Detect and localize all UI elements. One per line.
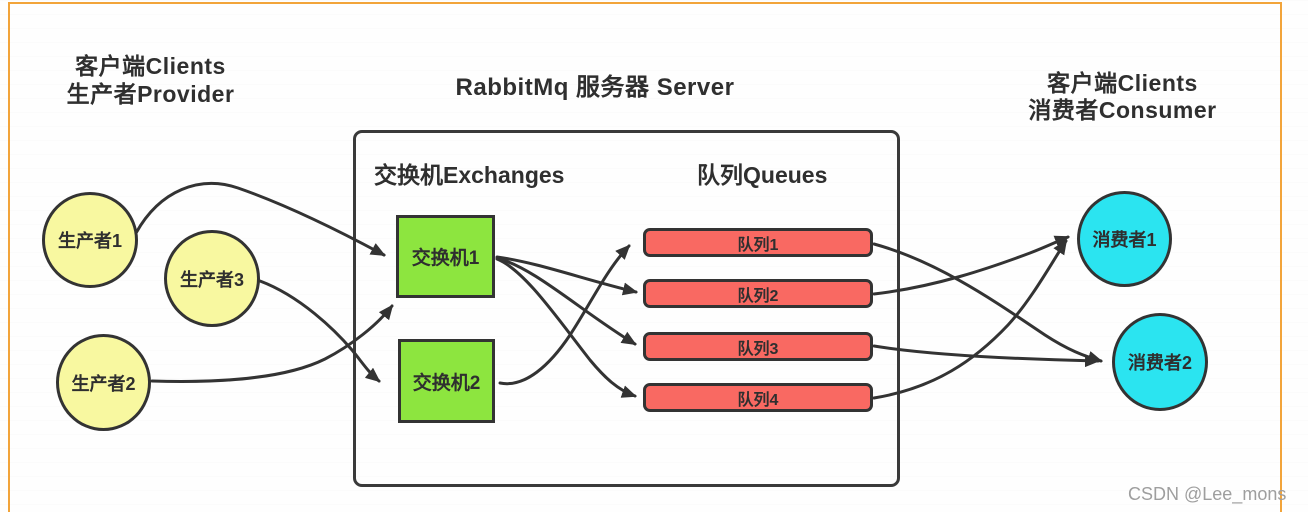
queue-1-node: 队列1 (643, 228, 873, 257)
producer-group-title-line1: 客户端Clients (75, 53, 226, 79)
producer-2-node: 生产者2 (56, 334, 151, 431)
queue-4-node: 队列4 (643, 383, 873, 412)
exchange-1-node: 交换机1 (396, 215, 495, 298)
consumer-group-title-line1: 客户端Clients (1047, 70, 1198, 96)
arrow-queue1-to-consumer2 (872, 242, 1103, 364)
csdn-watermark: CSDN @Lee_mons (1128, 484, 1287, 504)
producer-3-node: 生产者3 (164, 230, 260, 327)
arrow-producer1-to-exchange1 (134, 182, 386, 257)
producer-1-node: 生产者1 (42, 192, 138, 288)
consumer-2-node: 消费者2 (1112, 313, 1208, 411)
consumer-group-title-line2: 消费者Consumer (1028, 97, 1217, 123)
arrow-queue2-to-consumer1 (872, 235, 1070, 296)
queue-2-node: 队列2 (643, 279, 873, 308)
server-title: RabbitMq 服务器 Server (455, 74, 735, 101)
consumer-group-title: 客户端Clients 消费者Consumer (1020, 70, 1225, 124)
arrow-queue3-to-consumer2 (872, 344, 1100, 368)
queue-3-node: 队列3 (643, 332, 873, 361)
exchange-2-node: 交换机2 (398, 339, 495, 423)
queues-heading: 队列Queues (697, 162, 828, 188)
arrow-queue4-to-consumer1 (872, 239, 1068, 400)
exchanges-heading: 交换机Exchanges (374, 162, 565, 188)
producer-group-title-line2: 生产者Provider (66, 81, 235, 107)
server-box (353, 130, 900, 487)
producer-group-title: 客户端Clients 生产者Provider (48, 52, 253, 108)
consumer-1-node: 消费者1 (1077, 191, 1172, 287)
